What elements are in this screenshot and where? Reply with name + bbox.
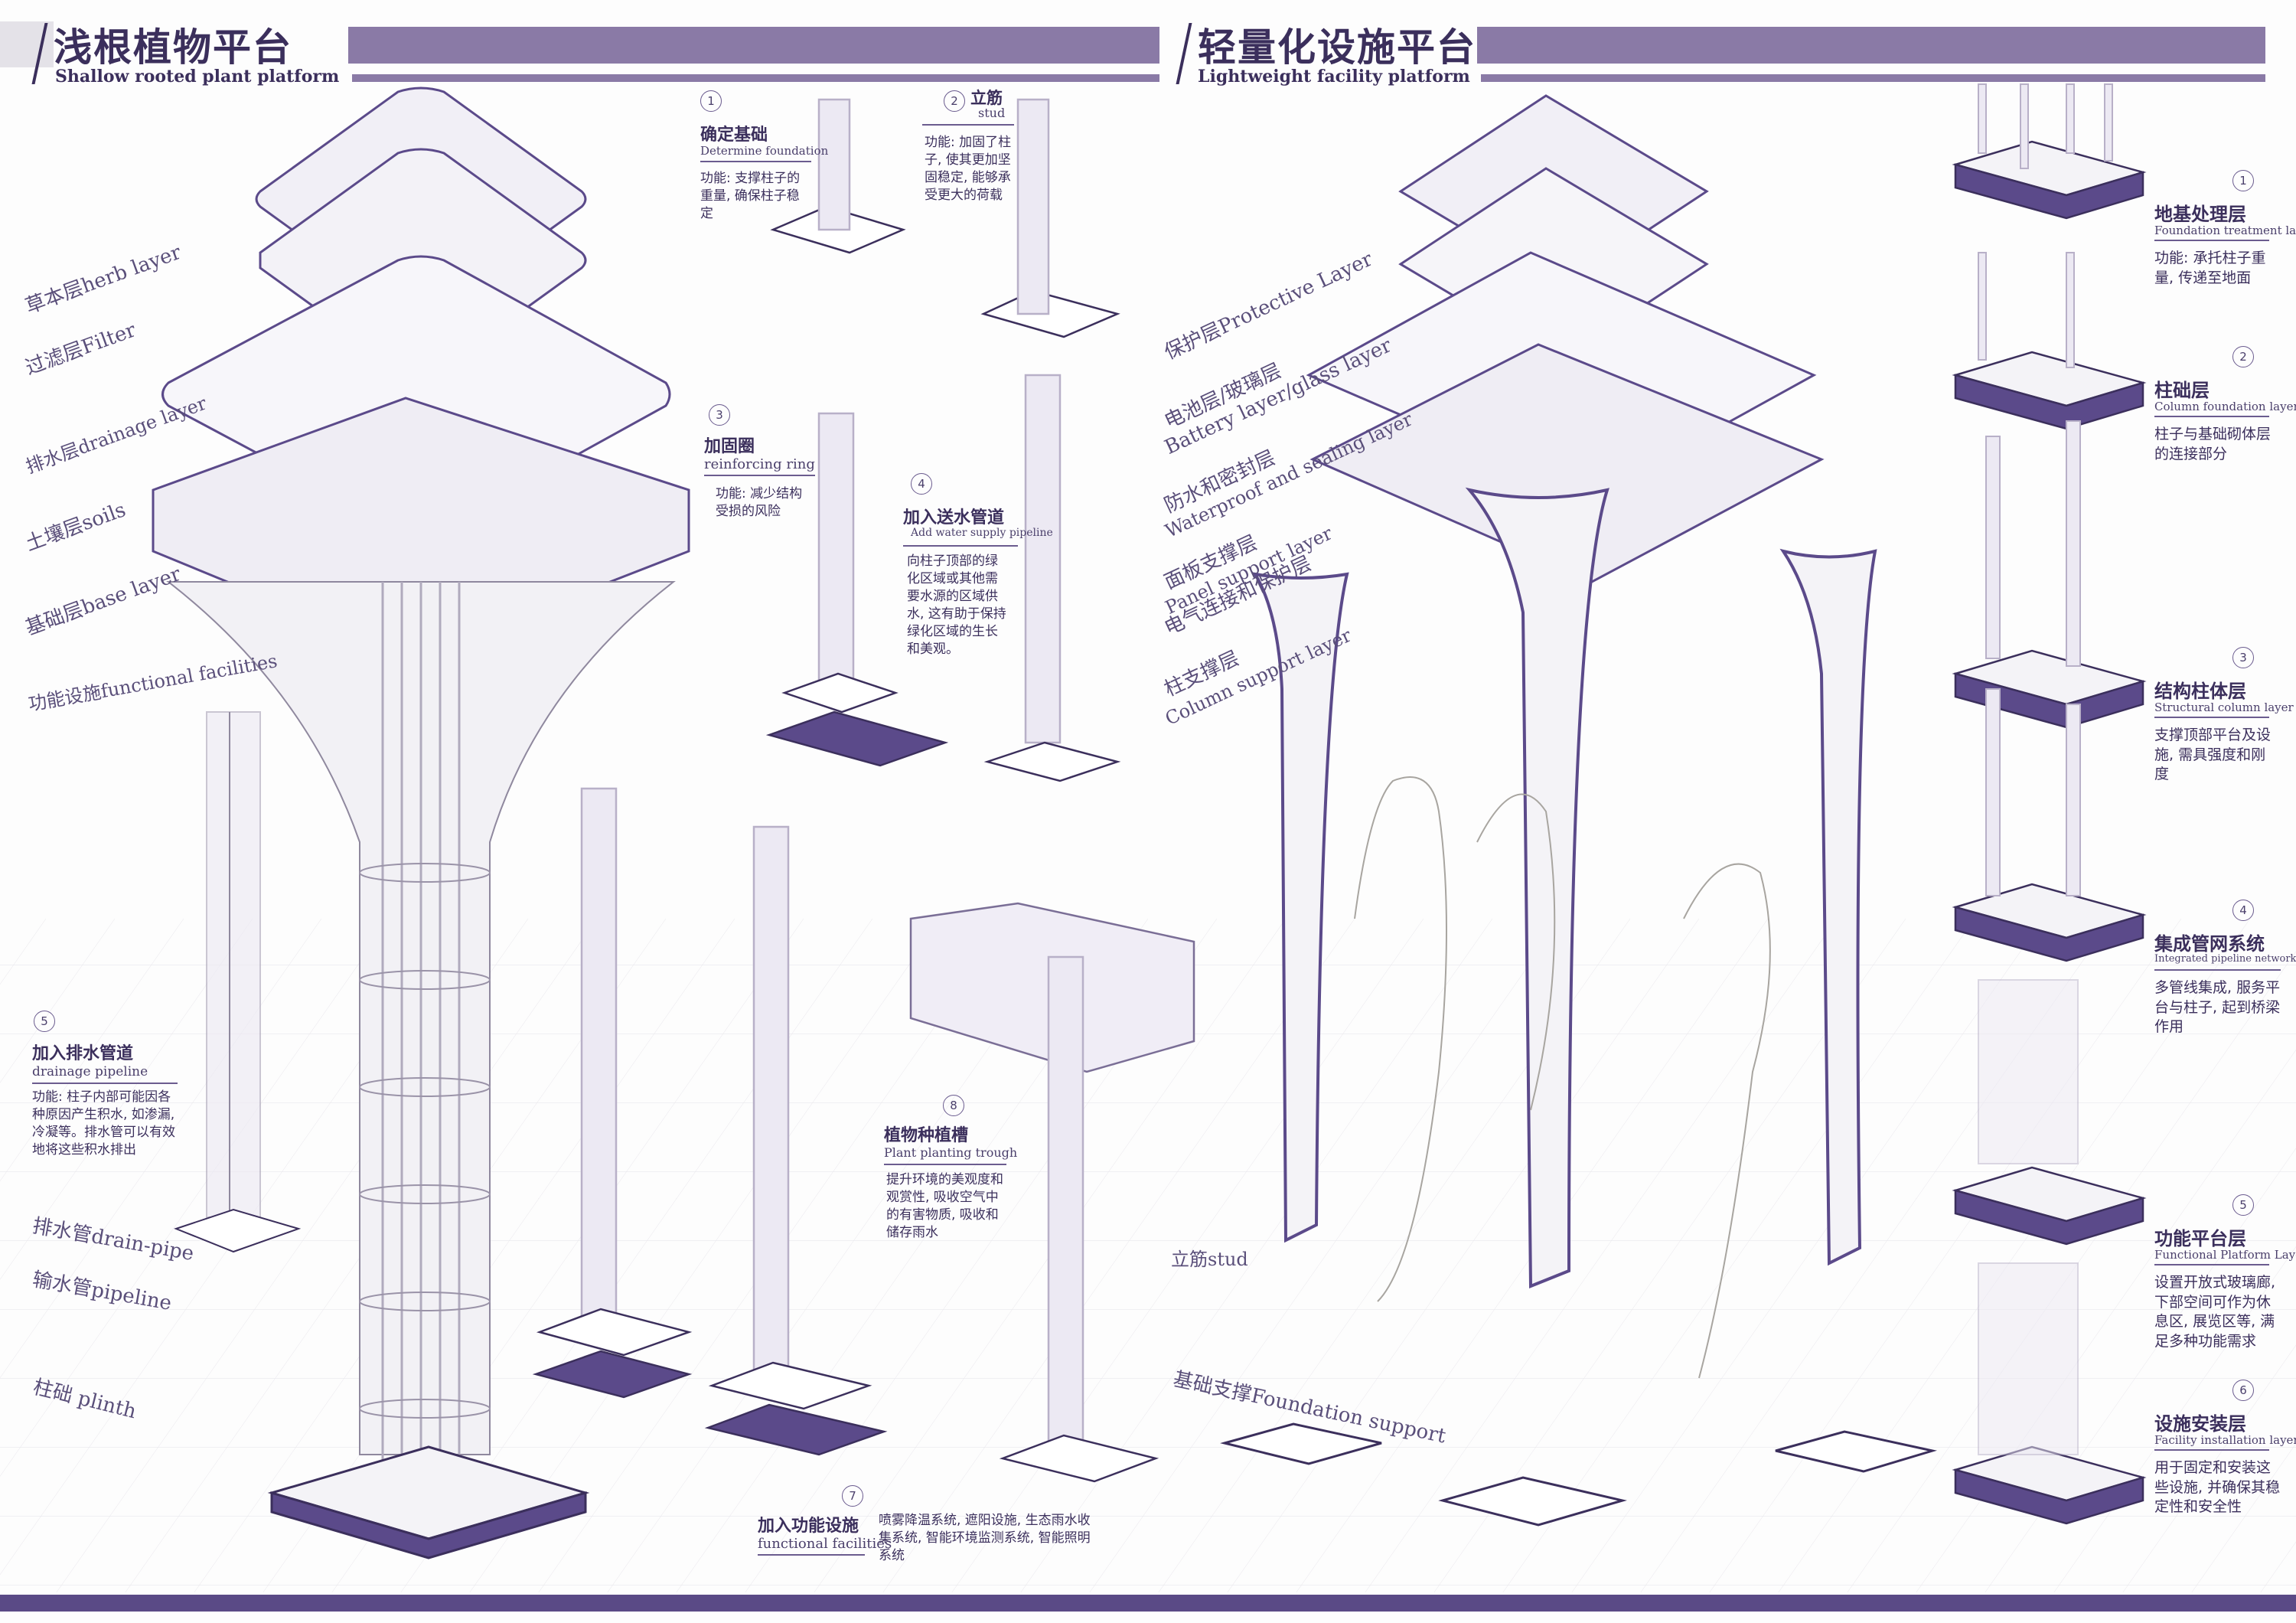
right-title-en: Lightweight facility platform bbox=[1198, 67, 1470, 87]
side-step-3-number: 3 bbox=[2232, 647, 2254, 668]
column-right bbox=[1779, 548, 1877, 1266]
step-4-title-en: Add water supply pipeline bbox=[911, 527, 1053, 539]
side-step-1-title: 地基处理层 bbox=[2154, 203, 2246, 225]
side-step-2-desc: 柱子与基础砌体层的连接部分 bbox=[2154, 426, 2272, 462]
step-4-desc: 向柱子顶部的绿化区域或其他需要水源的区域供水, 这有助于保持绿化区域的生长和美观… bbox=[907, 554, 1006, 657]
step-model-1 bbox=[770, 98, 906, 254]
side-step-3-rule bbox=[2154, 717, 2269, 718]
right-title-cn: 轻量化设施平台 bbox=[1198, 24, 1476, 70]
left-platform-layers bbox=[152, 87, 690, 660]
column-left bbox=[1252, 572, 1349, 1243]
step-4-title: 加入送水管道 bbox=[903, 508, 1005, 527]
side-step-6-title-en: Facility installation layer bbox=[2154, 1433, 2296, 1447]
side-step-4-title-en: Integrated pipeline network system bbox=[2154, 953, 2296, 965]
right-header-rule bbox=[1481, 74, 2265, 82]
step-2-title: 立筋 bbox=[970, 88, 1003, 107]
side-stack-columns bbox=[1978, 83, 2113, 1455]
side-step-6-desc: 用于固定和安装这些设施, 并确保其稳定性和安全性 bbox=[2154, 1459, 2281, 1516]
side-step-4-desc: 多管线集成, 服务平台与柱子, 起到桥梁作用 bbox=[2154, 979, 2281, 1036]
right-layer-label-stud: 立筋stud bbox=[1171, 1249, 1248, 1270]
side-step-3-title: 结构柱体层 bbox=[2154, 680, 2246, 702]
step-1-desc: 功能: 支撑柱子的重量, 确保柱子稳定 bbox=[700, 171, 801, 221]
right-plinths bbox=[1220, 1422, 1937, 1527]
step-1-number: 1 bbox=[700, 90, 722, 112]
side-step-4-title: 集成管网系统 bbox=[2154, 932, 2265, 955]
left-column-rings bbox=[359, 863, 491, 1419]
side-step-2-number: 2 bbox=[2232, 346, 2254, 367]
footer-bar bbox=[0, 1595, 2296, 1612]
step-5-desc: 功能: 柱子内部可能因各种原因产生积水, 如渗漏, 冷凝等。排水管可以有效地将这… bbox=[32, 1089, 175, 1158]
side-step-5-number: 5 bbox=[2232, 1194, 2254, 1216]
side-step-6-number: 6 bbox=[2232, 1380, 2254, 1401]
step-1-title: 确定基础 bbox=[700, 125, 768, 145]
side-step-1-rule bbox=[2154, 240, 2269, 241]
step-2-number: 2 bbox=[944, 90, 965, 112]
step-2-desc: 功能: 加固了柱子, 使其更加坚固稳定, 能够承受更大的荷载 bbox=[925, 135, 1012, 203]
column-front bbox=[1465, 487, 1609, 1288]
step-1-title-en: Determine foundation bbox=[700, 144, 829, 158]
left-header-rule bbox=[352, 74, 1159, 82]
side-step-4-rule bbox=[2154, 969, 2281, 971]
side-step-5-title: 功能平台层 bbox=[2154, 1227, 2246, 1249]
step-7-title: 加入功能设施 bbox=[758, 1516, 859, 1536]
step-3-desc: 功能: 减少结构受损的风险 bbox=[716, 486, 803, 519]
step-model-2 bbox=[980, 98, 1120, 338]
side-step-2-title: 柱础层 bbox=[2154, 379, 2210, 401]
step-8-title: 植物种植槽 bbox=[884, 1125, 969, 1145]
step-model-6 bbox=[704, 825, 888, 1456]
left-plinth bbox=[267, 1445, 590, 1559]
side-step-1-number: 1 bbox=[2232, 170, 2254, 191]
step-1-rule bbox=[700, 161, 811, 162]
side-step-1-desc: 功能: 承托柱子重量, 传递至地面 bbox=[2154, 250, 2266, 286]
step-5-number: 5 bbox=[34, 1011, 55, 1032]
side-step-5-title-en: Functional Platform Layer bbox=[2154, 1248, 2296, 1262]
side-step-6-title: 设施安装层 bbox=[2154, 1412, 2246, 1435]
step-2-rule bbox=[922, 124, 1014, 126]
step-7-rule bbox=[758, 1554, 865, 1556]
panel-support-slab bbox=[1309, 343, 1825, 583]
left-column-studs bbox=[381, 582, 461, 1508]
side-step-3-desc: 支撑顶部平台及设施, 需具强度和刚度 bbox=[2154, 727, 2272, 783]
step-5-title: 加入排水管道 bbox=[32, 1043, 134, 1063]
left-header-bar bbox=[348, 27, 1159, 64]
step-2-title-en: stud bbox=[978, 106, 1006, 120]
step-model-7 bbox=[909, 902, 1195, 1483]
left-title-en: Shallow rooted plant platform bbox=[55, 67, 340, 87]
side-step-1-title-en: Foundation treatment layer bbox=[2154, 224, 2296, 237]
people-silhouettes bbox=[1354, 776, 1771, 1379]
step-model-3 bbox=[765, 412, 949, 767]
step-8-rule bbox=[884, 1164, 1006, 1165]
step-8-desc: 提升环境的美观度和观赏性, 吸收空气中的有害物质, 吸收和储存雨水 bbox=[886, 1172, 1003, 1240]
step-7-desc: 喷雾降温系统, 遮阳设施, 生态雨水收集系统, 智能环境监测系统, 智能照明系统 bbox=[879, 1513, 1091, 1563]
step-5-title-en: drainage pipeline bbox=[32, 1064, 148, 1079]
right-columns bbox=[1252, 487, 1877, 1288]
step-5-rule bbox=[32, 1083, 178, 1084]
step-4-number: 4 bbox=[911, 473, 932, 495]
step-3-rule bbox=[704, 475, 815, 476]
side-stack bbox=[1952, 140, 2147, 1525]
right-header-bar bbox=[1477, 27, 2265, 64]
step-3-number: 3 bbox=[709, 404, 730, 426]
step-4-rule bbox=[903, 545, 1018, 547]
step-3-title: 加固圈 bbox=[704, 436, 755, 456]
side-step-3-title-en: Structural column layer bbox=[2154, 700, 2294, 714]
drain-pipe-model bbox=[174, 711, 302, 1253]
side-step-5-desc: 设置开放式玻璃廊, 下部空间可作为休息区, 展览区等, 满足多种功能需求 bbox=[2154, 1274, 2276, 1350]
step-model-5 bbox=[532, 787, 693, 1399]
side-step-2-title-en: Column foundation layer bbox=[2154, 400, 2296, 413]
side-step-5-rule bbox=[2154, 1264, 2269, 1265]
step-8-number: 8 bbox=[943, 1095, 964, 1116]
step-model-4 bbox=[983, 374, 1121, 782]
right-platform-layers bbox=[1306, 94, 1825, 583]
step-8-title-en: Plant planting trough bbox=[884, 1145, 1018, 1160]
side-step-6-rule bbox=[2154, 1449, 2269, 1451]
side-step-4-number: 4 bbox=[2232, 900, 2254, 921]
step-7-number: 7 bbox=[842, 1485, 863, 1507]
step-7-title-en: functional facilities bbox=[758, 1536, 892, 1552]
left-title-cn: 浅根植物平台 bbox=[54, 24, 292, 70]
step-3-title-en: reinforcing ring bbox=[704, 456, 815, 472]
side-step-2-rule bbox=[2154, 416, 2269, 417]
